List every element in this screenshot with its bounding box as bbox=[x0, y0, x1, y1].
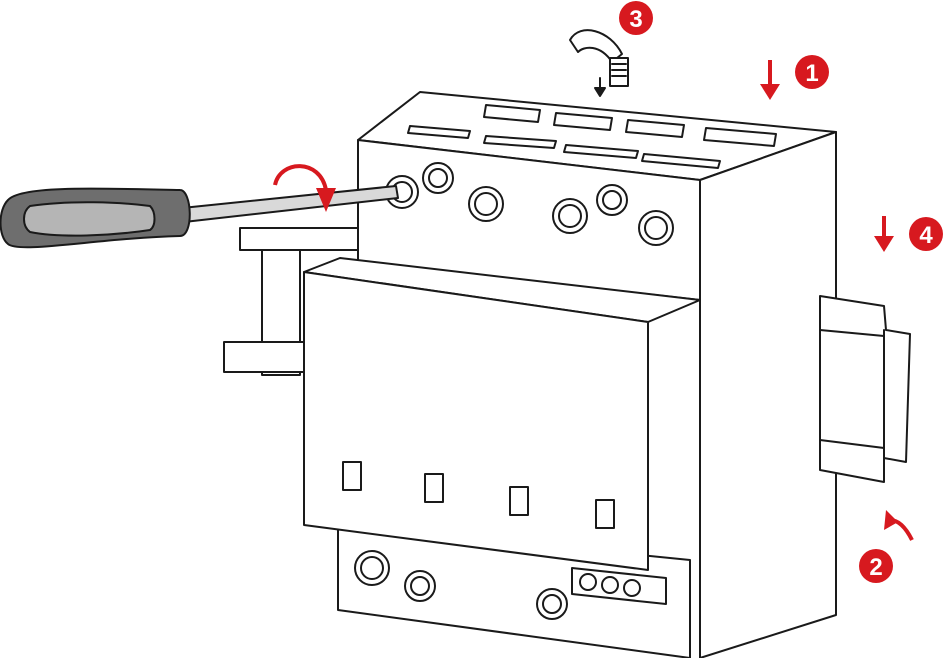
bottom-terminal-screws bbox=[354, 550, 667, 620]
din-rail-back bbox=[223, 227, 361, 376]
step-2: 2 bbox=[859, 510, 914, 583]
screwdriver-icon bbox=[0, 185, 399, 249]
step-3-number: 3 bbox=[629, 6, 642, 33]
rotate-arrow-icon bbox=[273, 164, 336, 212]
step-1: 1 bbox=[760, 55, 829, 100]
step-2-number: 2 bbox=[869, 554, 882, 581]
step-3: 3 bbox=[619, 1, 653, 35]
front-cover bbox=[303, 257, 701, 571]
device-housing bbox=[337, 91, 837, 658]
step-4-number: 4 bbox=[919, 222, 933, 249]
wire-icon bbox=[569, 29, 629, 97]
din-rail-icon bbox=[819, 295, 911, 483]
step-4: 4 bbox=[874, 216, 943, 252]
top-terminal-screws bbox=[385, 162, 674, 246]
step-1-number: 1 bbox=[805, 60, 818, 87]
